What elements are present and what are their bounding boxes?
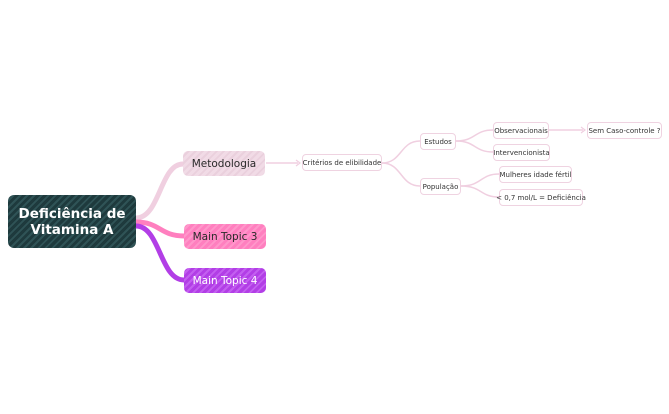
arrow-head-criterios <box>295 159 301 167</box>
connector-populacao-mol <box>460 185 500 198</box>
subtopic-intervencionista[interactable]: Intervencionista <box>493 144 550 161</box>
subtopic-label: < 0,7 mol/L = Deficiência <box>496 193 586 202</box>
connector-root-metodologia <box>133 161 186 221</box>
topic-label: Main Topic 4 <box>192 274 258 287</box>
connector-criterios-estudos <box>381 140 421 164</box>
connector-root-topic3 <box>133 219 187 239</box>
connector-estudos-intervencionista <box>455 140 494 153</box>
connector-populacao-mulheres <box>460 173 500 187</box>
subtopic-label: Sem Caso-controle ? <box>588 126 661 135</box>
connector-criterios-populacao <box>381 162 421 187</box>
root-topic[interactable]: Deficiência de Vitamina A <box>8 195 136 248</box>
subtopic-sem-caso[interactable]: Sem Caso-controle ? <box>587 122 662 139</box>
connector-estudos-observacionais <box>455 129 494 142</box>
arrow-head-semcaso <box>580 126 586 134</box>
subtopic-criterios[interactable]: Critérios de elibilidade <box>302 154 382 171</box>
topic-label: Metodologia <box>191 157 257 170</box>
topic-main-topic-3[interactable]: Main Topic 3 <box>184 224 266 249</box>
subtopic-populacao[interactable]: População <box>420 178 461 195</box>
subtopic-label: Estudos <box>424 137 452 146</box>
connector-root-topic4 <box>133 223 187 283</box>
subtopic-observacionais[interactable]: Observacionais <box>493 122 549 139</box>
subtopic-label: Mulheres idade fértil <box>499 170 572 179</box>
subtopic-estudos[interactable]: Estudos <box>420 133 456 150</box>
root-topic-line1: Deficiência de <box>18 205 126 222</box>
root-topic-line2: Vitamina A <box>30 221 114 238</box>
topic-main-topic-4[interactable]: Main Topic 4 <box>184 268 266 293</box>
topic-metodologia[interactable]: Metodologia <box>183 151 265 176</box>
subtopic-label: Critérios de elibilidade <box>302 158 382 167</box>
subtopic-mulheres[interactable]: Mulheres idade fértil <box>499 166 572 183</box>
topic-label: Main Topic 3 <box>192 230 258 243</box>
subtopic-mol[interactable]: < 0,7 mol/L = Deficiência <box>496 189 586 206</box>
subtopic-label: População <box>422 182 459 191</box>
subtopic-label: Observacionais <box>494 126 548 135</box>
subtopic-label: Intervencionista <box>493 148 550 157</box>
